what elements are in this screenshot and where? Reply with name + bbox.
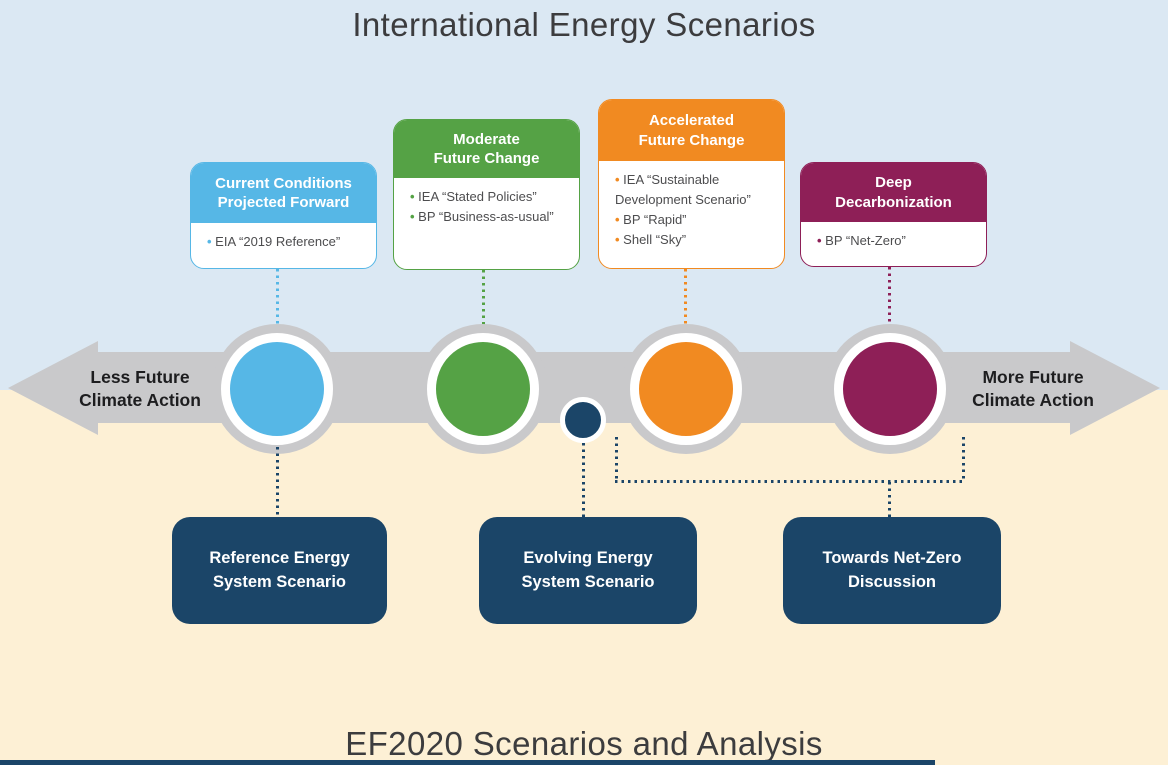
card-title: Deep Decarbonization: [801, 163, 986, 222]
card-title: Moderate Future Change: [394, 120, 579, 178]
connector-green-card: [482, 270, 485, 341]
connector-bracket-horizontal: [615, 480, 965, 483]
connector-evolving-box: [582, 443, 585, 517]
bullet-text: BP “Rapid”: [623, 212, 687, 228]
connector-orange-card: [684, 269, 687, 341]
card-title: Current Conditions Projected Forward: [191, 163, 376, 223]
connector-reference-box: [276, 447, 279, 517]
circle-current-conditions: [221, 333, 333, 445]
card-current-conditions: Current Conditions Projected Forward EIA…: [190, 162, 377, 269]
circle-moderate-change: [427, 333, 539, 445]
footer-strip: [0, 760, 935, 765]
bottom-title: EF2020 Scenarios and Analysis: [345, 725, 823, 762]
axis-label-less-action: Less Future Climate Action: [79, 367, 201, 411]
connector-maroon-card: [888, 267, 891, 341]
box-evolving-energy-scenario: Evolving Energy System Scenario: [479, 517, 697, 624]
card-body: EIA “2019 Reference”: [191, 223, 376, 268]
bullet-text: IEA “Stated Policies”: [418, 189, 537, 204]
connector-bracket-left-leg: [615, 437, 618, 482]
card-title: Accelerated Future Change: [599, 100, 784, 161]
card-accelerated-change: Accelerated Future Change IEA “Sustainab…: [598, 99, 785, 269]
connector-netzero-box: [888, 482, 891, 517]
card-body: IEA “Stated Policies” BP “Business-as-us…: [394, 178, 579, 269]
bullet-text: IEA “Sustainable Development Scenario”: [615, 172, 751, 208]
circle-evolving-marker: [560, 397, 606, 443]
box-reference-energy-scenario: Reference Energy System Scenario: [172, 517, 387, 624]
bullet-text: EIA “2019 Reference”: [215, 234, 341, 249]
bullet-text: BP “Net-Zero”: [825, 233, 906, 248]
card-body: IEA “Sustainable Development Scenario” B…: [599, 161, 784, 268]
card-moderate-change: Moderate Future Change IEA “Stated Polic…: [393, 119, 580, 270]
connector-bracket-right-leg: [962, 437, 965, 482]
circle-deep-decarbonization: [834, 333, 946, 445]
page-title: International Energy Scenarios: [352, 6, 816, 43]
card-body: BP “Net-Zero”: [801, 222, 986, 266]
circle-accelerated-change: [630, 333, 742, 445]
connector-blue-card: [276, 269, 279, 341]
box-towards-netzero-discussion: Towards Net-Zero Discussion: [783, 517, 1001, 624]
bullet-text: BP “Business-as-usual”: [418, 209, 554, 225]
axis-label-more-action: More Future Climate Action: [972, 367, 1094, 411]
bullet-text: Shell “Sky”: [623, 232, 687, 248]
card-deep-decarbonization: Deep Decarbonization BP “Net-Zero”: [800, 162, 987, 267]
